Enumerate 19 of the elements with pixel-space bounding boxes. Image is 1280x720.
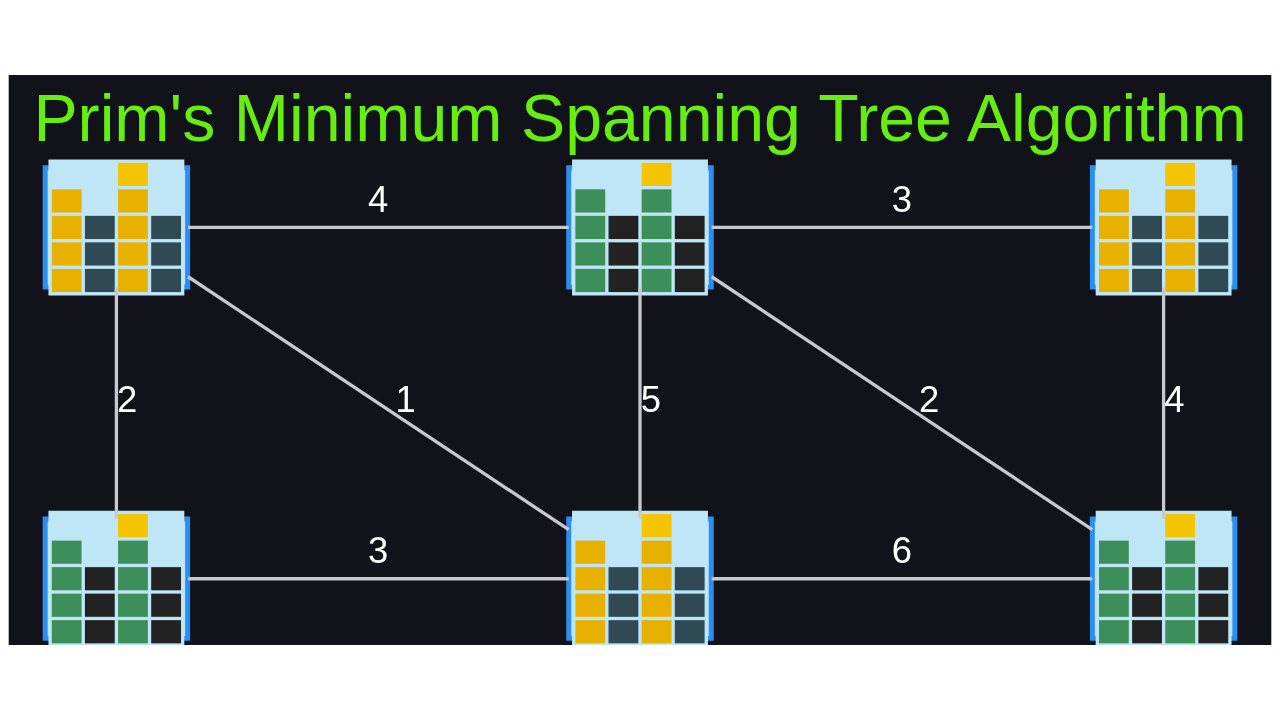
edge-label: 2 [117, 379, 138, 421]
connector [1161, 287, 1166, 519]
connector [711, 225, 1093, 230]
edge-label: 6 [891, 530, 912, 572]
edge-label: 5 [640, 379, 661, 421]
diagram-title: Prim's Minimum Spanning Tree Algorithm [33, 81, 1247, 156]
connector [114, 287, 119, 519]
edge-label: 3 [891, 178, 912, 220]
edge-label: 4 [1164, 379, 1185, 421]
connector [711, 577, 1093, 581]
edge-label: 3 [368, 530, 389, 572]
connector [187, 275, 570, 532]
connector [710, 275, 1094, 532]
connector [188, 225, 569, 230]
edge-label: 4 [368, 178, 389, 220]
edge-label: 2 [919, 379, 940, 421]
connector [188, 577, 569, 581]
connector [638, 287, 642, 519]
edge-label: 1 [395, 379, 416, 421]
